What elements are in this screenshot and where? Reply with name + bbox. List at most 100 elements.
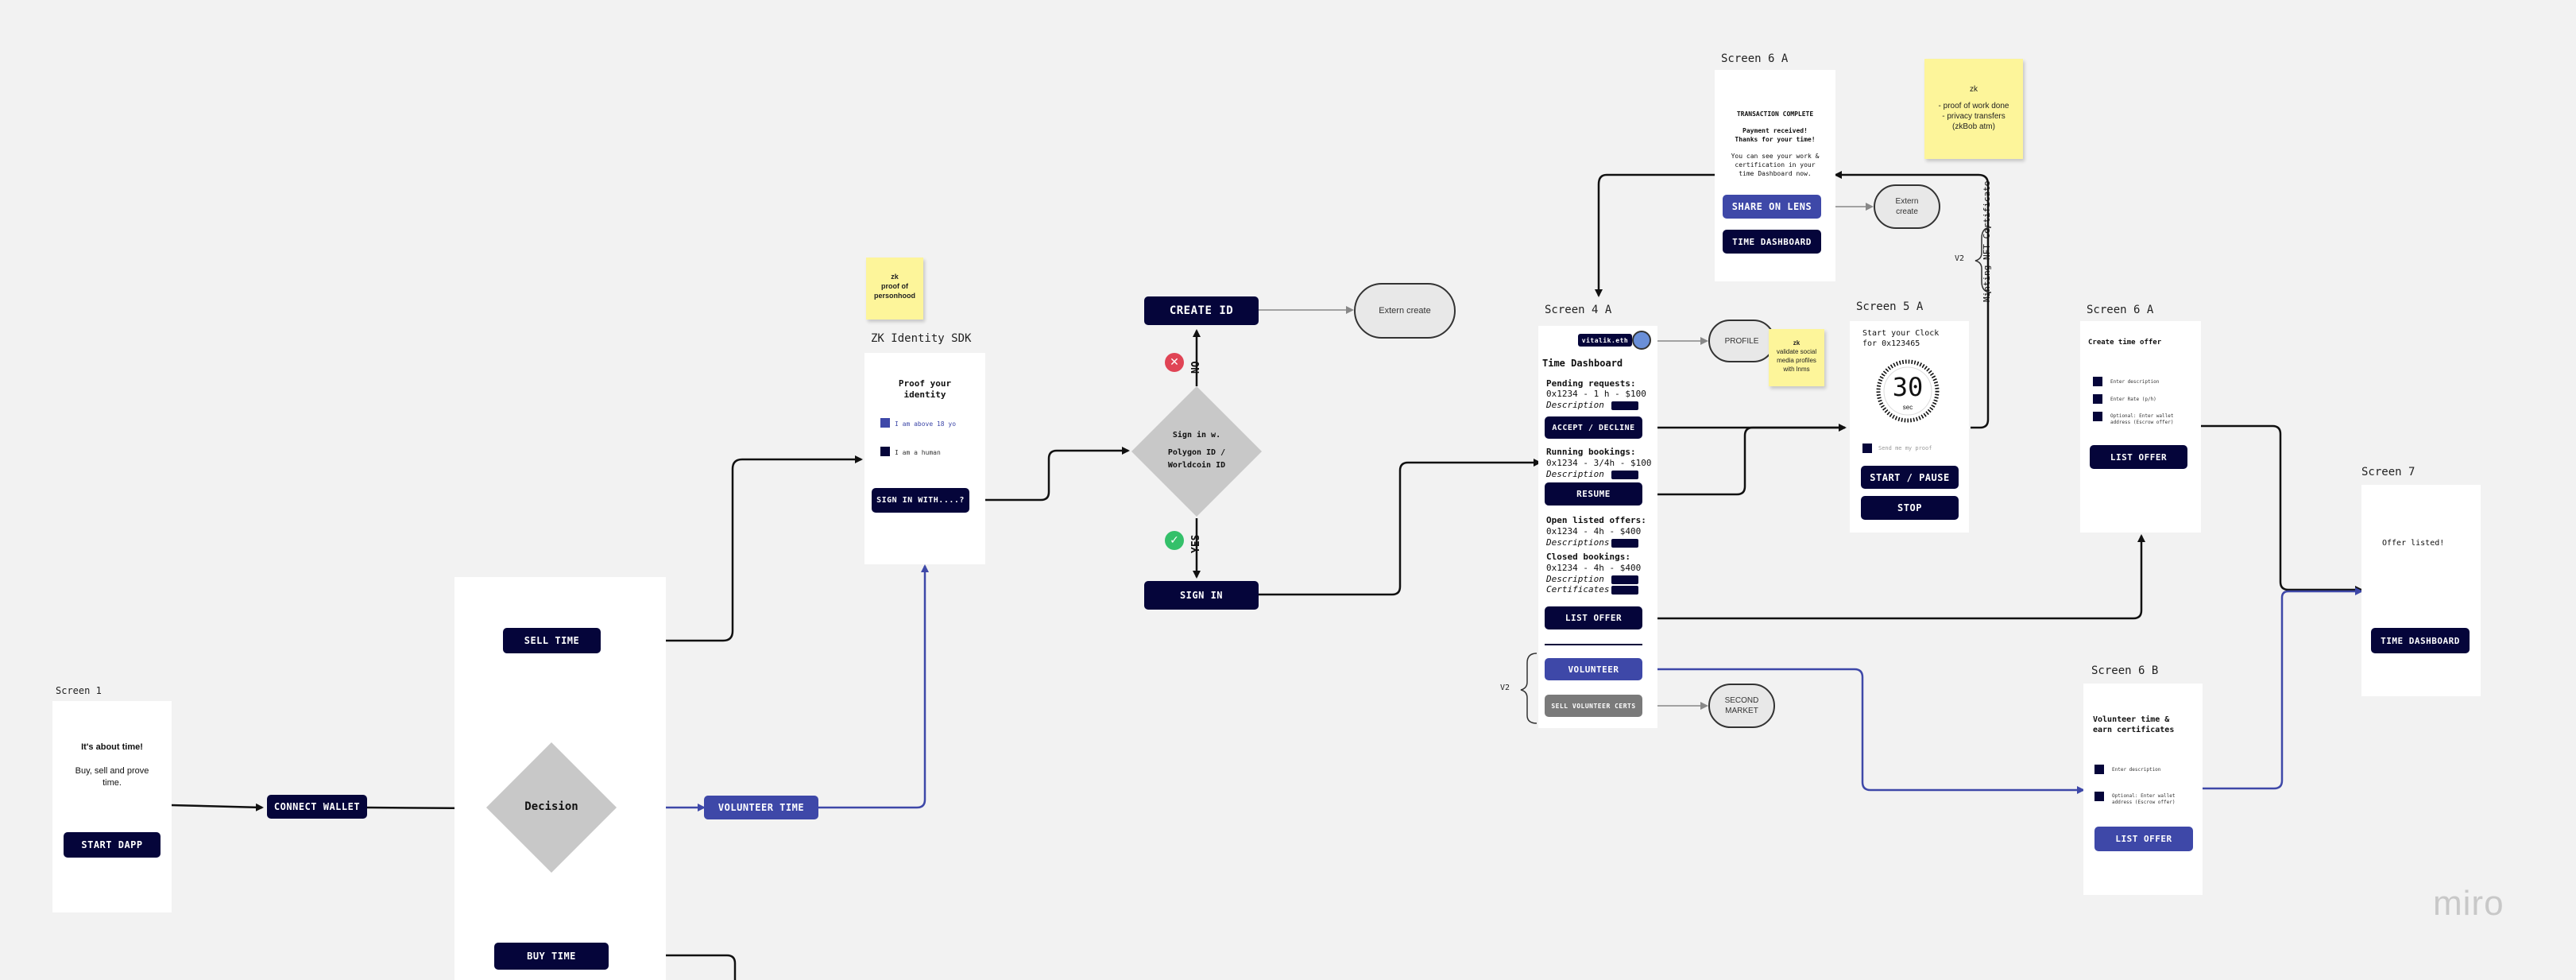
send-proof-checkbox[interactable] [1862,444,1872,453]
arrow-listoffer-to-create [1642,534,2145,620]
rate-checkbox[interactable] [2093,394,2102,404]
screen6a-label: Screen 6 A [2087,304,2154,316]
volunteer-wallet-checkbox[interactable] [2094,792,2104,801]
pending-more-button[interactable] [1611,401,1638,410]
checkbox-human[interactable] [880,447,890,456]
sign-in-with-button[interactable]: SIGN IN WITH....? [872,488,969,513]
stop-button[interactable]: STOP [1861,496,1959,520]
start-dapp-button[interactable]: START DAPP [64,832,161,858]
zk-sdk-label: ZK Identity SDK [871,332,972,345]
volunteer-title-line2: earn certificates [2093,726,2175,734]
sell-time-button[interactable]: SELL TIME [503,628,601,653]
avatar[interactable] [1632,331,1651,350]
option-age-label: I am above 18 yo [895,420,957,428]
list-offer-button-dashboard[interactable]: LIST OFFER [1545,606,1642,629]
sign-in-diamond-text: Sign in w. Polygon ID / Worldcoin ID [1141,429,1252,472]
screen1-subtitle: Buy, sell and prove time. [75,766,149,788]
description-checkbox[interactable] [2093,377,2102,386]
open-desc: Descriptions [1546,537,1610,548]
dashboard-title: Time Dashboard [1542,358,1623,369]
running-desc: Description [1546,469,1604,479]
extern-create-oval: Extern create [1354,283,1456,339]
screen6b-card [2083,684,2203,895]
running-row: 0x1234 - 3/4h - $100 [1546,458,1652,468]
transaction-line1: Payment received! [1742,127,1808,134]
arrow-screen1-to-connect [170,803,264,812]
screen4a-label: Screen 4 A [1545,304,1612,316]
transaction-text: TRANSACTION COMPLETE Payment received! T… [1715,110,1835,178]
no-cross-icon: ✕ [1165,353,1184,372]
list-offer-button-6b[interactable]: LIST OFFER [2094,827,2193,851]
description-field[interactable]: Enter description [2110,379,2160,385]
closed-title: Closed bookings: [1546,552,1630,562]
arrow-resume-to-clock [1642,426,1845,496]
sticky-line: zk [1970,85,1978,94]
screen7-card [2361,485,2481,696]
resume-button[interactable]: RESUME [1545,482,1642,505]
arrow-signin-to-dashboard [1259,459,1541,596]
sticky-line: with lnms [1783,366,1810,373]
wallet-field[interactable]: Optional: Enter wallet address (Escrow o… [2110,413,2174,425]
checkbox-age[interactable] [880,418,890,428]
accept-decline-button[interactable]: ACCEPT / DECLINE [1545,416,1642,439]
sign-in-button[interactable]: SIGN IN [1144,581,1259,610]
sticky-line: validate social [1776,348,1817,355]
share-on-lens-button[interactable]: SHARE ON LENS [1723,195,1821,219]
pending-desc: Description [1546,400,1604,410]
arrow-6b-to-screen7 [2185,587,2363,790]
volunteer-desc-field[interactable]: Enter description [2112,767,2161,773]
profile-oval: PROFILE [1708,320,1775,362]
open-more-button[interactable] [1611,539,1638,548]
start-pause-button[interactable]: START / PAUSE [1861,466,1959,489]
decision-label: Decision [524,800,578,813]
arrow-volunteer-to-6b [1642,668,2085,794]
create-id-button[interactable]: CREATE ID [1144,296,1259,325]
screen6a-card [2080,321,2201,533]
extern-create-oval-top: Extern create [1874,184,1940,229]
minting-label: Minting NFT Certificate [1982,180,1992,302]
wallet-checkbox[interactable] [2093,412,2102,421]
transaction-heading: TRANSACTION COMPLETE [1736,110,1814,118]
rate-field[interactable]: Enter Rate (p/h) [2110,397,2156,402]
closed-desc-button[interactable] [1611,575,1638,584]
connect-wallet-button[interactable]: CONNECT WALLET [267,795,367,819]
transaction-line4: certification in your [1735,161,1816,168]
volunteer-desc-checkbox[interactable] [2094,765,2104,774]
closed-cert-button[interactable] [1611,586,1638,595]
volunteer-title-line1: Volunteer time & [2093,715,2170,724]
buy-time-button[interactable]: BUY TIME [494,943,609,970]
volunteer-button[interactable]: VOLUNTEER [1545,658,1642,680]
transaction-line5: time Dashboard now. [1739,170,1812,177]
arrow-buy-to-offscreen [609,954,737,980]
volunteer-time-button[interactable]: VOLUNTEER TIME [704,796,818,819]
arrow-complete-to-dashboard [1595,173,1718,297]
sticky-line: personhood [874,292,915,300]
clock-dial-icon [1876,359,1940,423]
time-dashboard-button-7[interactable]: TIME DASHBOARD [2371,628,2470,653]
sticky-line: - proof of work done [1938,102,2009,110]
second-market-line2: MARKET [1725,707,1758,715]
sticky-line: (zkBob atm) [1952,122,1995,131]
transaction-line3: You can see your work & [1731,153,1820,160]
sell-volunteer-certs-button[interactable]: SELL VOLUNTEER CERTS [1545,695,1642,717]
offer-listed-text: Offer listed! [2382,539,2445,548]
second-market-line1: SECOND [1724,696,1759,705]
sticky-line: zk [1793,339,1800,347]
sticky-line: - privacy transfers [1942,112,2005,121]
closed-row: 0x1234 - 4h - $400 [1546,563,1642,573]
second-market-oval: SECOND MARKET [1708,684,1775,728]
arrow-create-to-screen7 [2193,424,2363,594]
v2-brace-minting [1975,227,1992,293]
pending-title: Pending requests: [1546,378,1636,389]
volunteer-wallet-field[interactable]: Optional: Enter wallet address (Escrow o… [2112,793,2176,805]
no-label: NO [1190,361,1202,374]
v2-label-dashboard: V2 [1500,684,1510,692]
sticky-line: media profiles [1777,357,1816,364]
clock-title-line1: Start your Clock [1862,329,1940,338]
sticky-line: proof of [881,282,908,290]
running-more-button[interactable] [1611,471,1638,479]
list-offer-button-6a[interactable]: LIST OFFER [2090,445,2187,469]
screen5a-label: Screen 5 A [1856,300,1924,313]
time-dashboard-button-top[interactable]: TIME DASHBOARD [1723,230,1821,254]
